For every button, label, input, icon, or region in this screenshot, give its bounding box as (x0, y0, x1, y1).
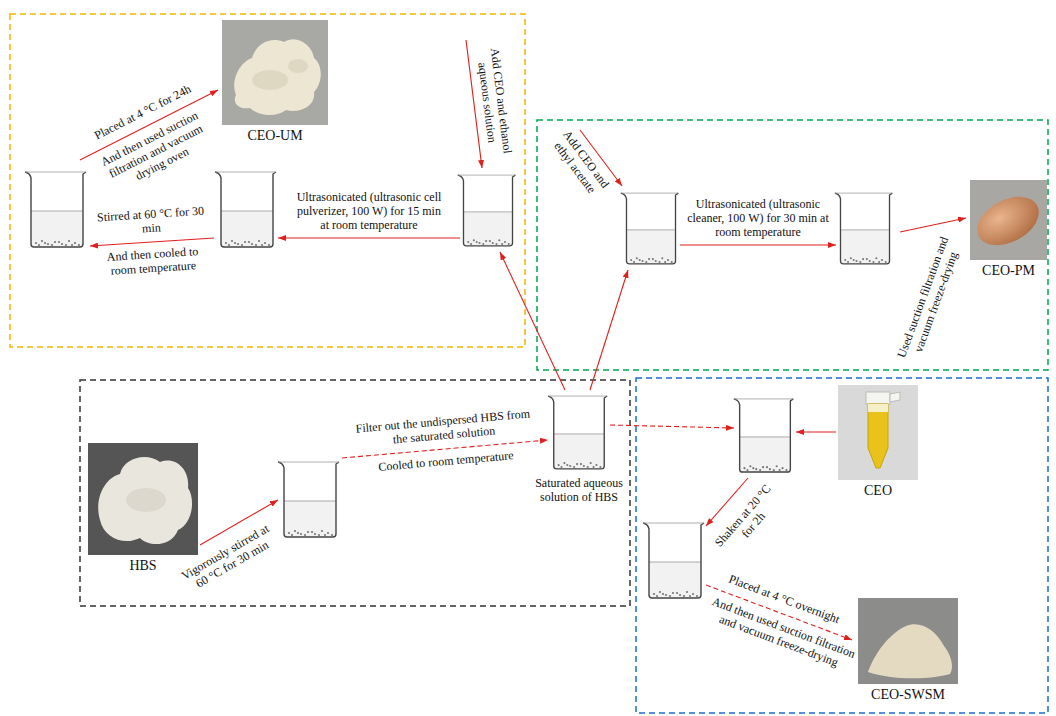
photo-background (838, 385, 918, 480)
node-caption: CEO-UM (220, 128, 330, 144)
beaker (458, 175, 516, 246)
powder-shade (252, 70, 288, 90)
photo-panel: CEO-SWSM (856, 598, 960, 703)
beaker (621, 193, 679, 264)
powder-shade (288, 59, 308, 73)
region-border (537, 120, 1048, 370)
photo-panel: CEO (836, 385, 920, 499)
arrows (80, 40, 966, 640)
beaker (643, 523, 704, 598)
step-note: Used suction filtration and vacuum freez… (895, 235, 965, 365)
powder (98, 457, 192, 544)
seed (969, 187, 1047, 255)
powder (234, 39, 321, 115)
beaker (215, 172, 276, 247)
photo-background (88, 443, 198, 555)
region-border (10, 14, 525, 347)
tube-top (868, 404, 888, 412)
powder-shade (126, 488, 166, 512)
beaker-node: Saturated aqueous solution of HBS (527, 392, 631, 505)
process-arrow (796, 431, 836, 432)
beaker (835, 193, 893, 264)
photo-panel: CEO-UM (220, 20, 330, 144)
beaker (548, 396, 607, 469)
tube-cap-tab (890, 392, 900, 402)
step-note: Stirred at 60 °C for 30 min (94, 204, 208, 239)
node-caption: Saturated aqueous solution of HBS (527, 477, 631, 505)
powder (868, 624, 952, 678)
step-note: And then cooled to room temperature (97, 244, 211, 279)
node-caption: CEO-PM (968, 263, 1049, 279)
step-note: Ultrasonicated (ultrasonic cleaner, 100 … (683, 198, 833, 239)
process-arrow (610, 425, 734, 428)
step-note: Cooled to room temperature (366, 448, 527, 476)
beaker (278, 462, 339, 537)
node-caption: CEO (836, 483, 920, 499)
photo-panel: HBS (86, 443, 200, 574)
photo-background (970, 180, 1047, 260)
process-arrow (500, 252, 565, 390)
photo-panel: CEO-PM (968, 180, 1049, 279)
process-arrow (680, 244, 836, 245)
beaker (734, 399, 793, 472)
region-border (80, 380, 630, 606)
node-caption: CEO-SWSM (856, 687, 960, 703)
tube-oil (868, 404, 888, 468)
process-arrow (590, 270, 628, 390)
photo-background (858, 598, 958, 684)
process-arrow (278, 237, 460, 238)
step-note: Shaken at 20 °C for 2h (710, 480, 787, 562)
photo-background (222, 20, 328, 125)
step-note: Ultrasonicated (ultrasonic cell pulveriz… (294, 191, 444, 232)
beaker (25, 172, 86, 247)
region-border (636, 378, 1048, 713)
process-arrow (900, 218, 966, 232)
tube-cap (866, 392, 890, 404)
